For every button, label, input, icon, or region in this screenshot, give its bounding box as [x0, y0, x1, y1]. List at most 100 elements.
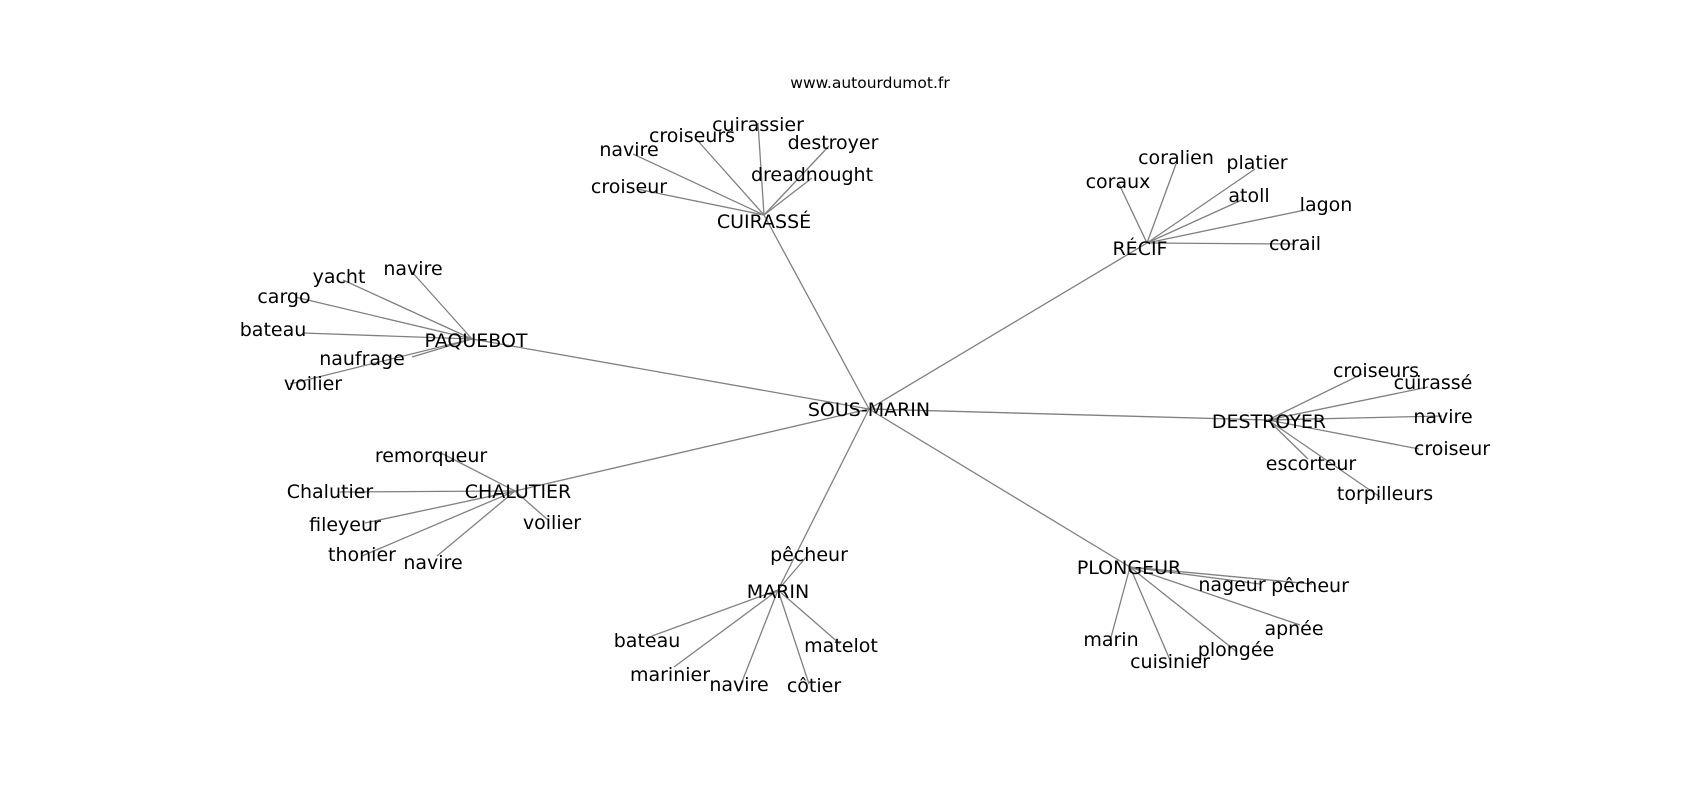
leaf-node-label: pêcheur — [770, 544, 848, 566]
edge-hub-leaf — [1146, 242, 1296, 245]
site-watermark: www.autourdumot.fr — [790, 74, 950, 92]
leaf-node-label: marinier — [630, 664, 710, 686]
edge-hub-leaf — [757, 122, 765, 216]
leaf-node-label: pêcheur — [1271, 575, 1349, 597]
edge-hub-leaf — [1129, 566, 1301, 626]
edge-hub-leaf — [1146, 163, 1177, 244]
leaf-node-label: navire — [709, 674, 768, 696]
edge-hub-leaf — [1129, 566, 1171, 661]
edge-root-hub — [514, 408, 870, 492]
edge-hub-leaf — [342, 279, 473, 340]
leaf-node-label: destroyer — [788, 132, 879, 154]
edge-hub-leaf — [514, 490, 549, 521]
leaf-node-label: corail — [1269, 233, 1321, 255]
edge-hub-leaf — [697, 140, 765, 216]
leaf-node-label: cuirassé — [1394, 372, 1473, 394]
edge-hub-leaf — [632, 153, 765, 216]
edge-hub-leaf — [1129, 566, 1313, 585]
edge-hub-leaf — [1267, 419, 1381, 498]
leaf-node-label: croiseur — [1414, 438, 1490, 460]
edge-hub-leaf — [737, 589, 779, 693]
leaf-node-label: atoll — [1228, 185, 1269, 207]
edge-hub-leaf — [1267, 419, 1420, 450]
hub-node-label: CHALUTIER — [465, 481, 572, 503]
hub-node-label: MARIN — [747, 581, 809, 603]
leaf-node-label: navire — [403, 552, 462, 574]
leaf-node-label: yacht — [313, 266, 366, 288]
leaf-node-label: apnée — [1264, 618, 1323, 640]
edge-hub-leaf — [636, 188, 765, 216]
leaf-node-label: coraux — [1086, 171, 1151, 193]
leaf-node-label: croiseur — [591, 176, 667, 198]
edge-hub-leaf — [1146, 198, 1245, 244]
leaf-node-label: cuisinier — [1130, 651, 1210, 673]
edge-root-hub — [868, 408, 1269, 421]
edge-hub-leaf — [302, 332, 473, 340]
edge-hub-leaf — [1109, 566, 1131, 642]
leaf-node-label: voilier — [523, 512, 581, 534]
edge-hub-leaf — [1267, 373, 1363, 421]
hub-node-label: PAQUEBOT — [424, 330, 527, 352]
leaf-node-label: côtier — [787, 675, 841, 697]
leaf-node-label: nageur — [1198, 574, 1265, 596]
edge-hub-leaf — [1129, 566, 1238, 653]
hub-node-label: PLONGEUR — [1077, 557, 1181, 579]
leaf-node-label: coralien — [1138, 147, 1214, 169]
edge-root-hub — [777, 408, 870, 591]
hub-node-label: CUIRASSÉ — [717, 210, 811, 233]
leaf-node-label: lagon — [1300, 194, 1353, 216]
edges — [289, 122, 1443, 693]
root-node-label: SOUS-MARIN — [808, 399, 930, 421]
edge-hub-leaf — [1129, 566, 1261, 585]
leaf-node-label: plongée — [1198, 639, 1274, 661]
edge-hub-leaf — [777, 554, 809, 591]
hub-node-label: DESTROYER — [1212, 411, 1326, 433]
edge-hub-leaf — [289, 338, 473, 385]
leaf-node-label: navire — [383, 258, 442, 280]
edge-hub-leaf — [361, 490, 516, 557]
edge-hub-leaf — [651, 589, 779, 637]
edge-hub-leaf — [1146, 168, 1256, 244]
edge-hub-leaf — [777, 589, 810, 685]
leaf-node-label: croiseurs — [649, 125, 735, 147]
leaf-node-label: torpilleurs — [1337, 483, 1433, 505]
edge-hub-leaf — [1267, 386, 1429, 421]
edge-hub-leaf — [1267, 419, 1309, 460]
leaf-node-label: dreadnought — [751, 164, 873, 186]
edge-hub-leaf — [777, 589, 841, 645]
leaf-node-label: matelot — [804, 635, 878, 657]
leaf-node-label: Chalutier — [287, 481, 374, 503]
node-labels: SOUS-MARINCUIRASSÉcuirassiercroiseursnav… — [240, 114, 1491, 697]
edge-hub-leaf — [339, 490, 516, 493]
edge-root-hub — [471, 338, 870, 410]
edge-hub-leaf — [440, 452, 516, 492]
leaf-node-label: navire — [599, 139, 658, 161]
edge-hub-leaf — [294, 296, 473, 340]
leaf-node-label: voilier — [284, 373, 342, 395]
leaf-node-label: croiseurs — [1333, 360, 1419, 382]
leaf-node-label: remorqueur — [375, 445, 488, 467]
leaf-node-label: naufrage — [319, 348, 405, 370]
edge-hub-leaf — [1267, 415, 1443, 421]
edge-hub-leaf — [436, 490, 516, 557]
leaf-node-label: navire — [1413, 406, 1472, 428]
edge-hub-leaf — [673, 589, 779, 668]
leaf-node-label: marin — [1083, 629, 1138, 651]
edge-hub-leaf — [1118, 183, 1148, 244]
leaf-node-label: platier — [1226, 152, 1287, 174]
leaf-node-label: escorteur — [1266, 453, 1357, 475]
leaf-node-label: cuirassier — [712, 114, 804, 136]
edge-root-hub — [763, 214, 870, 410]
edge-hub-leaf — [1146, 209, 1306, 244]
edge-hub-leaf — [364, 490, 516, 524]
edge-hub-leaf — [411, 271, 473, 340]
edge-hub-leaf — [763, 177, 813, 216]
edge-root-hub — [868, 408, 1131, 568]
leaf-node-label: bateau — [614, 630, 681, 652]
leaf-node-label: thonier — [328, 544, 396, 566]
leaf-node-label: cargo — [257, 286, 310, 308]
leaf-node-label: fileyeur — [309, 514, 381, 536]
hub-node-label: RÉCIF — [1112, 237, 1167, 260]
leaf-node-label: bateau — [240, 319, 307, 341]
